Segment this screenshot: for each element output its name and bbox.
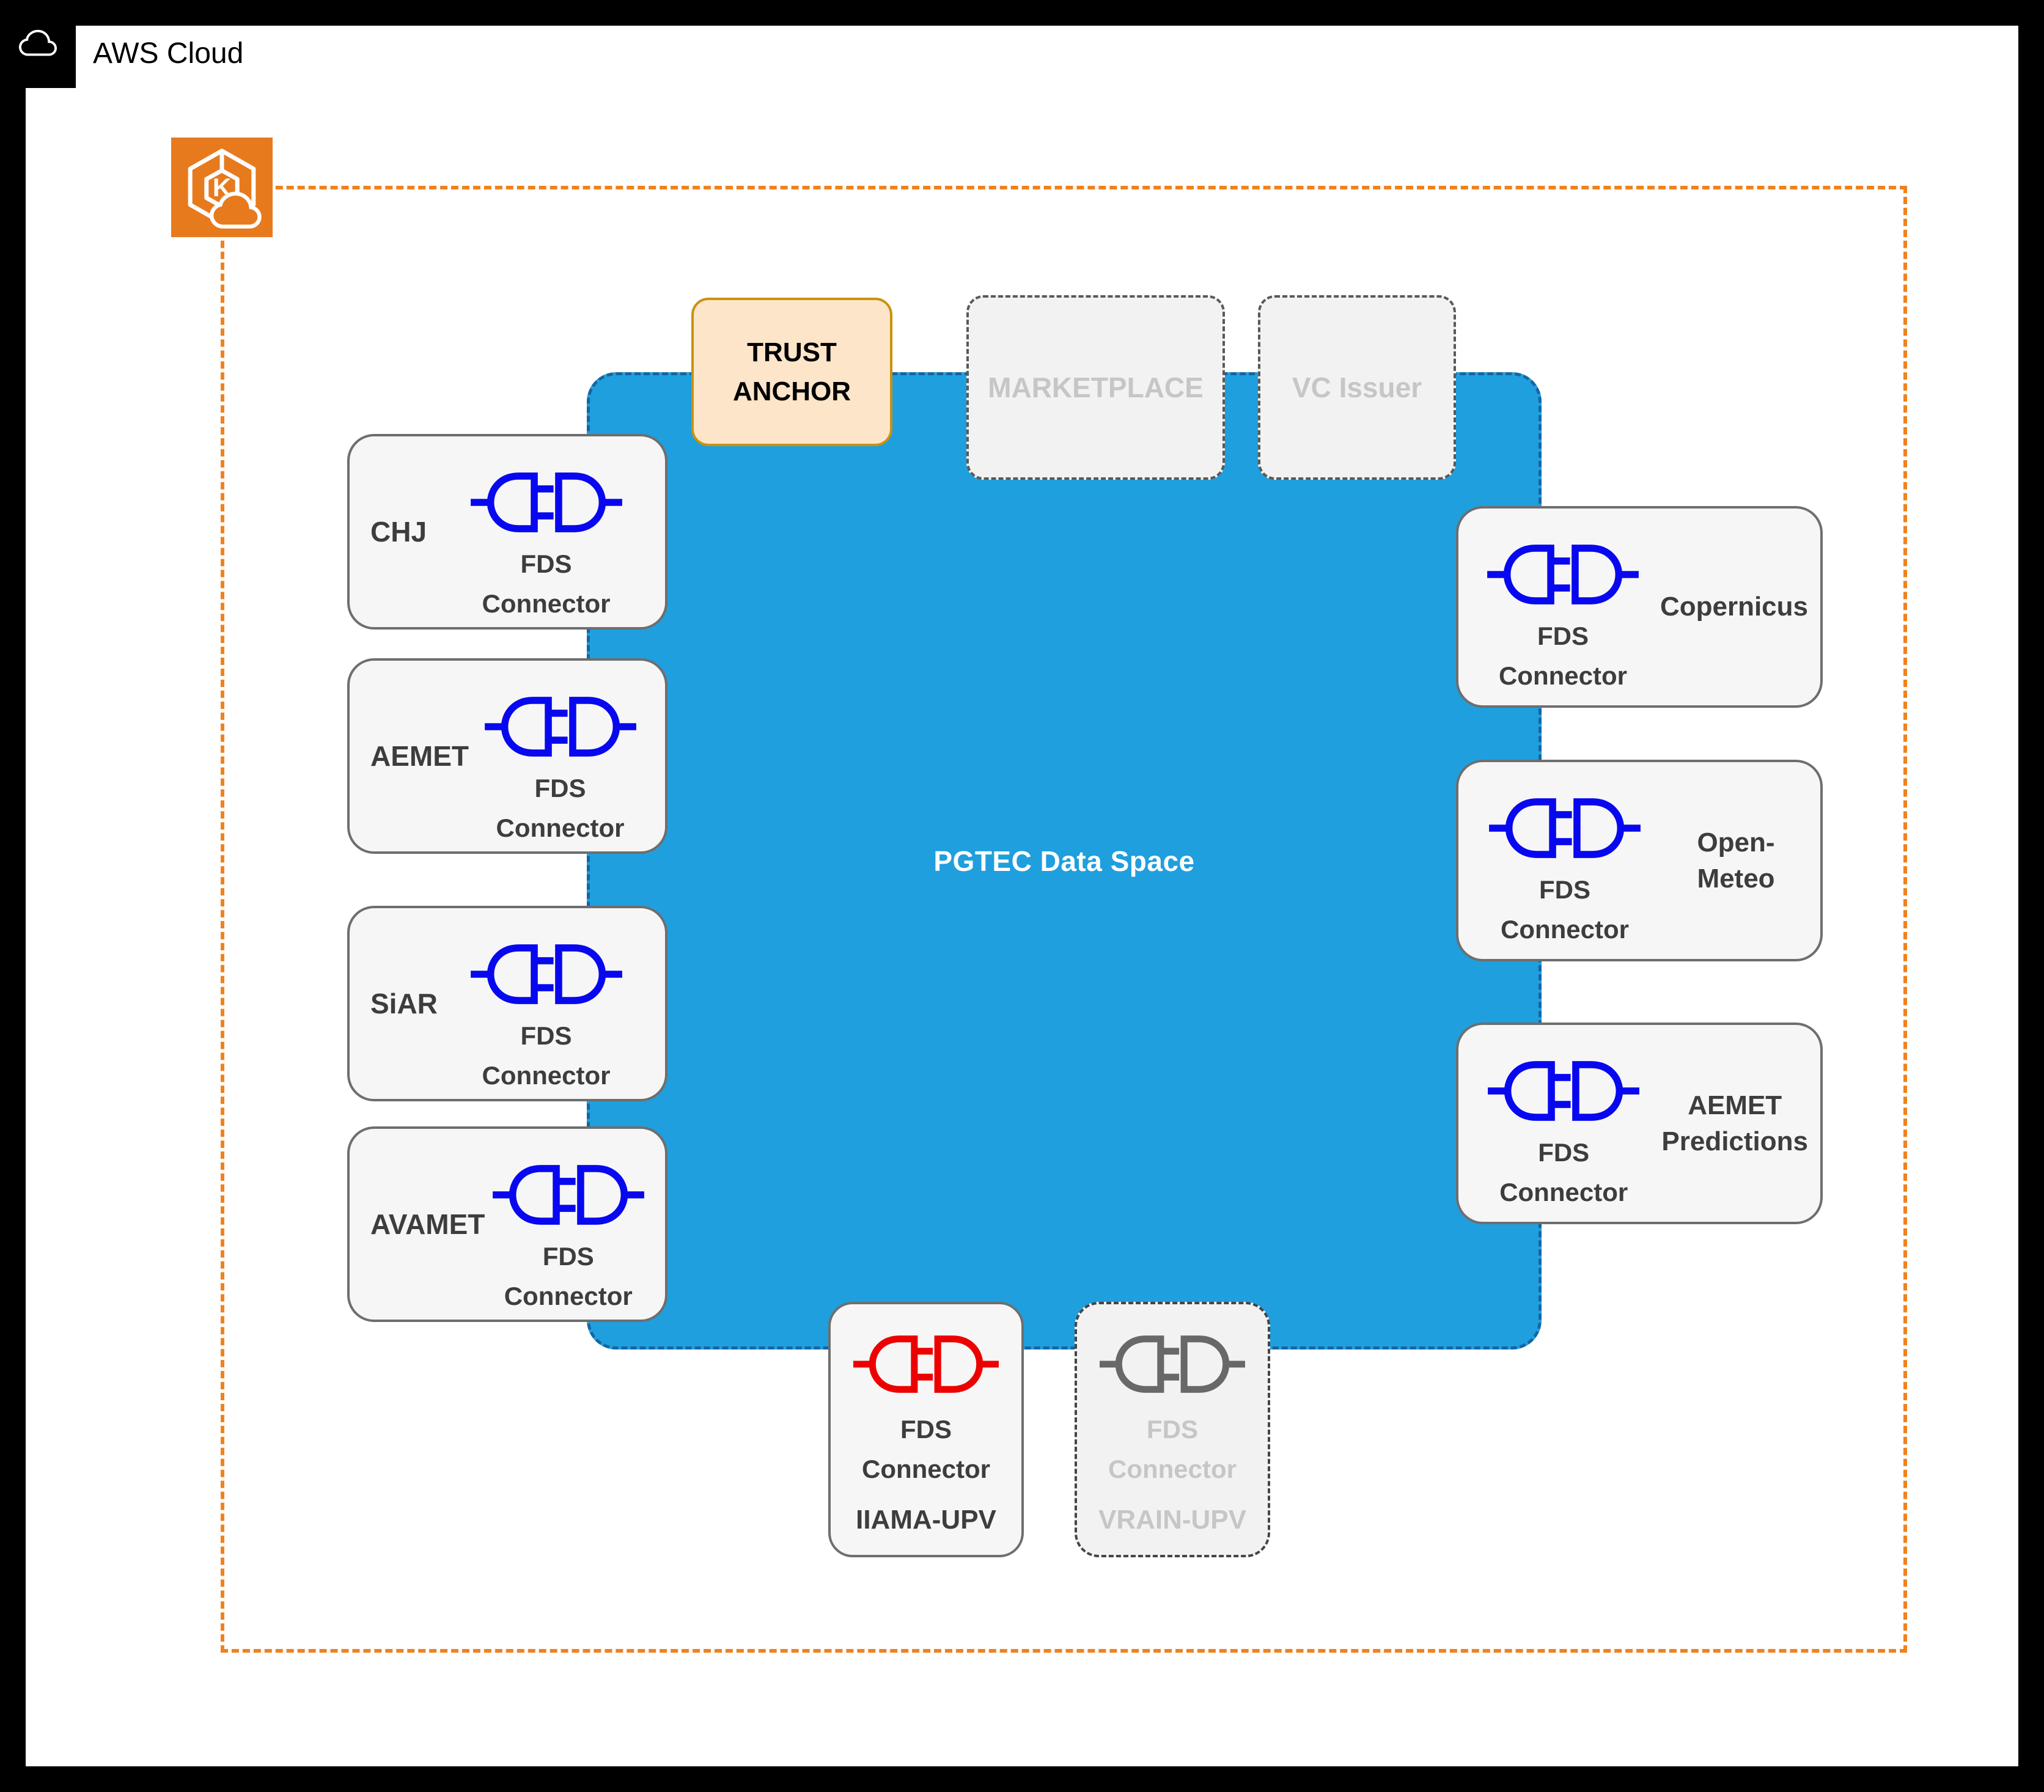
vc-issuer-label: VC Issuer [1292, 372, 1422, 403]
fds-connector-label: FDS Connector [862, 1409, 990, 1489]
connector-line: Connector [482, 1061, 611, 1090]
connector-line: Connector [1499, 1178, 1628, 1207]
node-avamet[interactable]: AVAMET FDS Connector [347, 1126, 667, 1322]
fds-connector-block: FDS Connector [1469, 1025, 1658, 1222]
fds-connector-block: FDS Connector [469, 661, 652, 851]
eks-glyph: K [188, 148, 262, 229]
node-copernicus[interactable]: FDS Connector Copernicus [1456, 506, 1823, 708]
plug-connector-icon [1488, 793, 1642, 864]
plug-connector-icon [469, 467, 623, 538]
fds-connector-label: FDS Connector [1499, 1133, 1628, 1212]
connector-line: Connector [482, 589, 611, 619]
plug-connector-icon [852, 1330, 1000, 1398]
fds-connector-label: FDS Connector [1108, 1409, 1237, 1489]
node-label: AEMET Predictions [1661, 1090, 1809, 1156]
node-aemet[interactable]: AEMET FDS Connector [347, 658, 667, 854]
eks-kubernetes-icon: K [171, 138, 273, 237]
fds-connector-label: FDS Connector [504, 1236, 633, 1316]
fds-line: FDS [534, 774, 586, 802]
fds-connector-block: FDS Connector [441, 436, 652, 627]
node-vrain-upv[interactable]: FDS Connector VRAIN-UPV [1075, 1302, 1270, 1557]
fds-line: FDS [520, 549, 572, 578]
node-marketplace[interactable]: MARKETPLACE [966, 295, 1225, 480]
node-label: Open-Meteo [1697, 827, 1775, 894]
node-label: IIAMA-UPV [856, 1505, 996, 1535]
plug-connector-icon [483, 691, 638, 762]
node-aemet-predictions[interactable]: FDS Connector AEMET Predictions [1456, 1023, 1823, 1224]
fds-connector-block: FDS Connector [441, 908, 652, 1099]
fds-line: FDS [542, 1242, 594, 1271]
eks-cluster-boundary [221, 186, 1907, 1653]
fds-connector-label: FDS Connector [496, 768, 625, 848]
plug-connector-icon [1487, 1056, 1641, 1126]
fds-connector-label: FDS Connector [482, 1016, 611, 1095]
fds-line: FDS [1539, 875, 1590, 904]
pgtec-data-space[interactable]: PGTEC Data Space [587, 372, 1542, 1350]
fds-connector-block: FDS Connector [1469, 762, 1660, 959]
fds-line: FDS [1537, 622, 1589, 650]
node-label: AVAMET [370, 1208, 485, 1240]
node-iiama-upv[interactable]: FDS Connector IIAMA-UPV [828, 1302, 1024, 1557]
connector-line: Connector [504, 1282, 633, 1311]
connector-line: Connector [1498, 661, 1627, 691]
node-open-meteo[interactable]: FDS Connector Open-Meteo [1456, 760, 1823, 961]
aws-cloud-icon [0, 0, 76, 88]
trust-anchor-label: TRUST ANCHOR [732, 337, 851, 406]
plug-connector-icon [491, 1159, 645, 1230]
plug-connector-icon [469, 939, 623, 1010]
connector-line: Connector [496, 813, 625, 843]
fds-line: FDS [1147, 1415, 1198, 1444]
cloud-icon [12, 25, 64, 63]
connector-line: Connector [862, 1455, 990, 1484]
fds-connector-label: FDS Connector [482, 544, 611, 623]
node-label: Copernicus [1660, 592, 1808, 622]
fds-connector-label: FDS Connector [1499, 616, 1627, 696]
plug-connector-icon [1486, 539, 1640, 610]
node-chj[interactable]: CHJ FDS Connector [347, 434, 667, 630]
node-label: AEMET [370, 740, 469, 772]
fds-connector-block: FDS Connector [1469, 509, 1656, 705]
fds-connector-label: FDS Connector [1501, 870, 1629, 949]
fds-line: FDS [520, 1021, 572, 1050]
node-label: SiAR [370, 988, 438, 1019]
fds-connector-block: FDS Connector [485, 1129, 652, 1320]
node-label: CHJ [370, 516, 427, 548]
data-space-title: PGTEC Data Space [933, 845, 1195, 877]
connector-line: Connector [1108, 1455, 1237, 1484]
node-siar[interactable]: SiAR FDS Connector [347, 906, 667, 1101]
aws-cloud-label: AWS Cloud [93, 37, 244, 70]
node-label: VRAIN-UPV [1098, 1505, 1247, 1535]
connector-line: Connector [1501, 915, 1629, 944]
fds-line: FDS [900, 1415, 952, 1444]
marketplace-label: MARKETPLACE [988, 372, 1204, 403]
node-trust-anchor[interactable]: TRUST ANCHOR [691, 298, 892, 446]
plug-connector-icon [1098, 1330, 1246, 1398]
fds-line: FDS [1538, 1138, 1590, 1167]
node-vc-issuer[interactable]: VC Issuer [1258, 295, 1456, 480]
